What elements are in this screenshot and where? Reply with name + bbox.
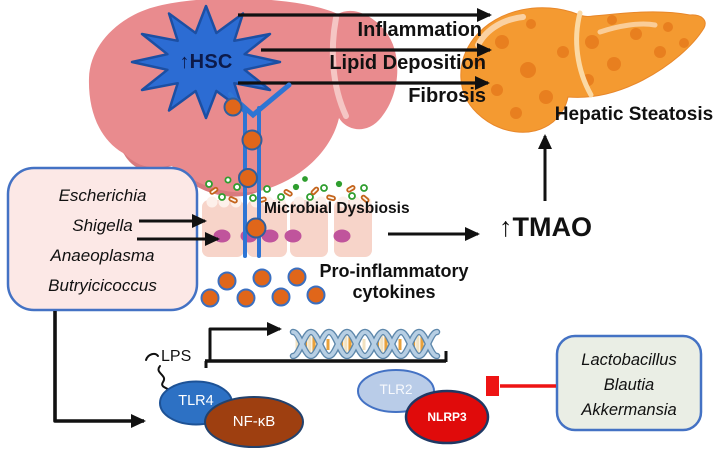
list-item: Shigella <box>72 216 133 235</box>
bacteria-to-gut-arrows <box>137 214 220 246</box>
fibrosis-label: Fibrosis <box>408 85 486 107</box>
list-item: Anaeoplasma <box>50 246 155 265</box>
list-item: Butryicicoccus <box>48 276 157 295</box>
dna-helix-icon <box>289 328 441 360</box>
lipid-deposition-label: Lipid Deposition <box>329 52 486 74</box>
gut-epithelium-icon <box>202 196 372 257</box>
list-item: Blautia <box>603 376 655 394</box>
translocating-microbe-dots <box>223 97 267 239</box>
tmao-label: ↑TMAO <box>499 212 592 242</box>
tlr2-label: TLR2 <box>379 382 413 397</box>
list-item: Lactobacillus <box>581 351 677 369</box>
inflammation-label: Inflammation <box>357 19 482 41</box>
pro-inflammatory-cytokines-label: Pro-inflammatory cytokines <box>319 261 469 302</box>
effect-arrows <box>238 8 492 90</box>
microbial-dysbiosis-label: Microbial Dysbiosis <box>264 200 410 217</box>
bacteria-to-tlr4-arrow <box>53 311 146 428</box>
pathogenic-bacteria-list: Escherichia Shigella Anaeoplasma Butryic… <box>8 168 197 301</box>
transcription-arrow <box>208 322 282 361</box>
beneficial-bacteria-list: Lactobacillus Blautia Akkermansia <box>557 336 701 423</box>
cytokine-dots-icon <box>200 267 326 308</box>
inhibition-bar-icon <box>486 376 556 396</box>
list-item: Escherichia <box>58 186 147 205</box>
steatotic-liver-icon <box>460 7 706 133</box>
hsc-label: ↑HSC <box>179 51 233 73</box>
lps-label: LPS <box>161 348 192 365</box>
gene-baseline <box>204 351 448 368</box>
nfkb-molecule <box>204 396 304 448</box>
beneficial-bacteria-box <box>555 334 703 432</box>
nlrp3-inflammasome <box>404 389 490 445</box>
hepatic-steatosis-label: Hepatic Steatosis <box>554 104 714 125</box>
tlr4-label: TLR4 <box>178 393 214 409</box>
nlrp3-label: NLRP3 <box>427 410 467 424</box>
nfkb-label: NF-κB <box>232 413 276 430</box>
list-item: Akkermansia <box>581 401 677 419</box>
